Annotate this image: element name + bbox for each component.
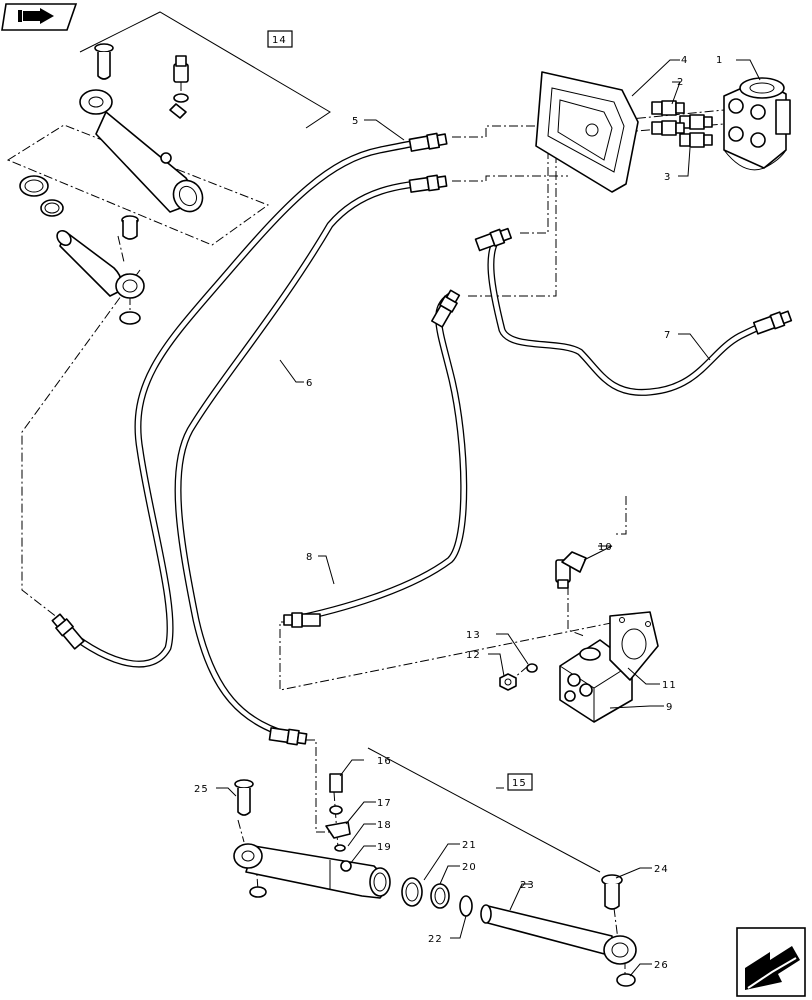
priority-valve bbox=[559, 611, 659, 723]
leader-lines bbox=[216, 59, 761, 977]
cylinder-barrel-upper bbox=[79, 89, 204, 213]
hose-5 bbox=[56, 136, 444, 668]
cylinder-pin-lower bbox=[234, 779, 254, 816]
callout-19[interactable]: 19 bbox=[377, 842, 392, 853]
piston-rod-lower bbox=[480, 904, 637, 965]
callout-21[interactable]: 21 bbox=[462, 840, 477, 851]
callout-26[interactable]: 26 bbox=[654, 960, 669, 971]
upper-steering-cylinder-assembly bbox=[19, 11, 331, 325]
nut-12-washer-13 bbox=[499, 663, 538, 691]
callout-4[interactable]: 4 bbox=[681, 55, 688, 66]
next-page-arrow-icon[interactable] bbox=[736, 927, 806, 997]
callout-5[interactable]: 5 bbox=[352, 116, 359, 127]
callout-25[interactable]: 25 bbox=[194, 784, 209, 795]
callout-18[interactable]: 18 bbox=[377, 820, 392, 831]
callout-11[interactable]: 11 bbox=[662, 680, 677, 691]
callout-22[interactable]: 22 bbox=[428, 934, 443, 945]
callout-24[interactable]: 24 bbox=[654, 864, 669, 875]
callout-labels: 1 2 3 4 5 6 7 8 9 10 11 12 13 16 17 18 1… bbox=[194, 55, 723, 971]
hose-7 bbox=[487, 232, 786, 396]
callout-3[interactable]: 3 bbox=[664, 172, 671, 183]
assembly-label-15[interactable]: 15 bbox=[507, 773, 533, 791]
callout-16[interactable]: 16 bbox=[377, 756, 392, 767]
callout-6[interactable]: 6 bbox=[306, 378, 313, 389]
cylinder-pin-upper bbox=[94, 43, 114, 80]
piston-rod-upper bbox=[56, 215, 145, 325]
adapter-fittings bbox=[651, 100, 713, 148]
callout-1[interactable]: 1 bbox=[716, 55, 723, 66]
callout-2[interactable]: 2 bbox=[677, 77, 684, 88]
book-arrow-icon[interactable] bbox=[1, 3, 78, 31]
banjo-fitting-upper bbox=[169, 55, 189, 119]
seal-rings-upper bbox=[19, 175, 64, 217]
banjo-fitting-lower bbox=[325, 773, 351, 852]
callout-9[interactable]: 9 bbox=[666, 702, 673, 713]
cylinder-barrel-lower bbox=[233, 843, 391, 899]
connection-lines bbox=[6, 82, 725, 976]
hose-6 bbox=[174, 178, 444, 742]
callout-13[interactable]: 13 bbox=[466, 630, 481, 641]
hose-fittings bbox=[51, 132, 793, 746]
callout-12[interactable]: 12 bbox=[466, 650, 481, 661]
callout-7[interactable]: 7 bbox=[664, 330, 671, 341]
seal-rings-lower bbox=[401, 877, 473, 917]
steering-unit bbox=[723, 77, 791, 171]
clip-26 bbox=[616, 973, 636, 987]
callout-23[interactable]: 23 bbox=[520, 880, 535, 891]
assembly-number-14: 14 bbox=[272, 35, 287, 46]
lower-steering-cylinder-assembly bbox=[233, 747, 637, 987]
hose-8 bbox=[286, 292, 468, 624]
assembly-label-14[interactable]: 14 bbox=[267, 30, 293, 48]
callout-17[interactable]: 17 bbox=[377, 798, 392, 809]
callout-10[interactable]: 10 bbox=[598, 542, 613, 553]
steering-boot bbox=[535, 71, 639, 193]
callout-8[interactable]: 8 bbox=[306, 552, 313, 563]
cylinder-pin-rod-end bbox=[601, 874, 623, 910]
assembly-number-15: 15 bbox=[512, 778, 527, 789]
callout-20[interactable]: 20 bbox=[462, 862, 477, 873]
elbow-fitting-10 bbox=[555, 551, 587, 589]
